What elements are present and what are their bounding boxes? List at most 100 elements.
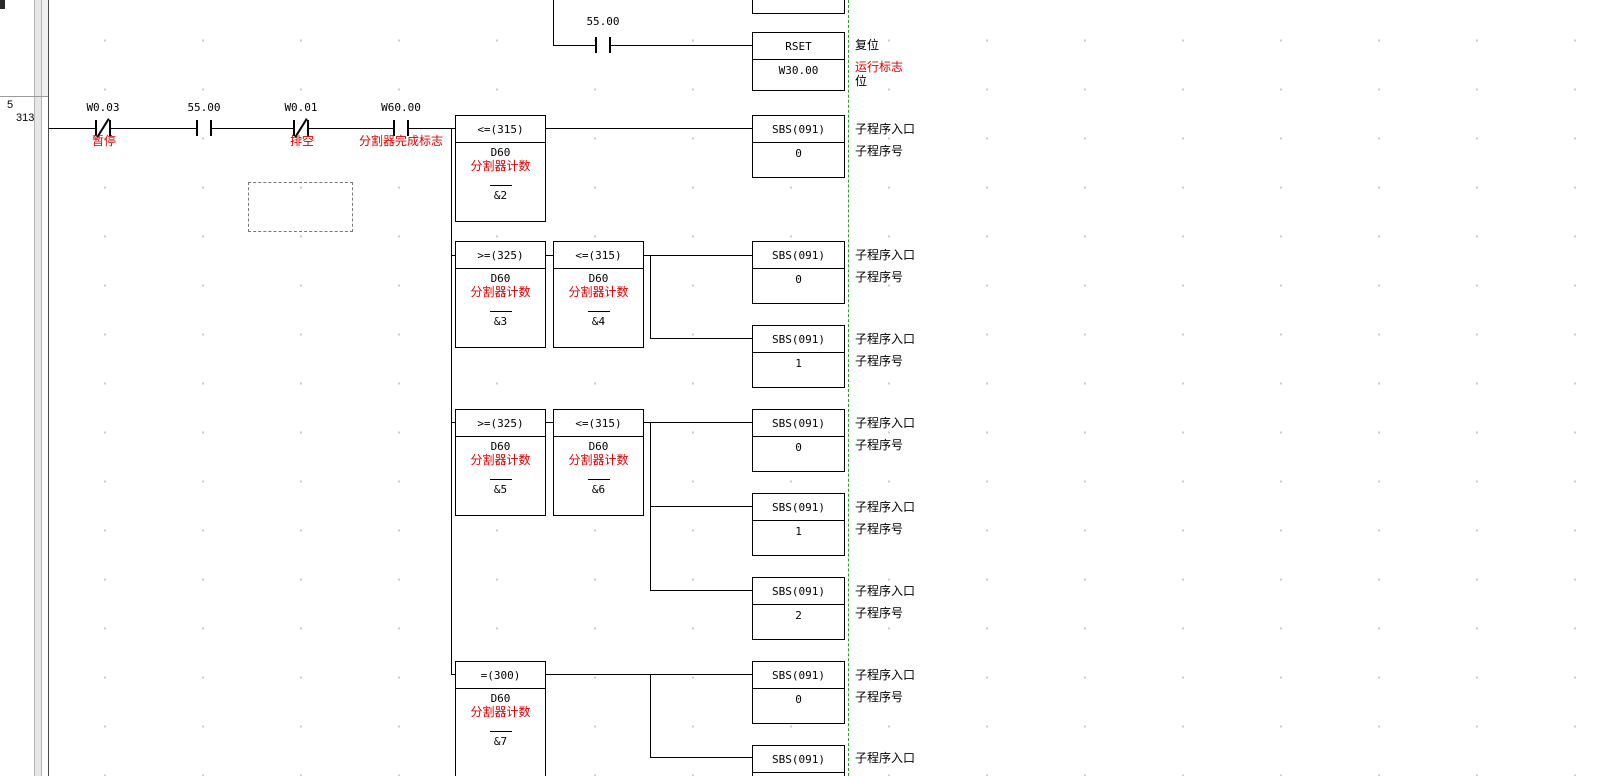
compare-op: >=(325) <box>456 242 545 269</box>
rung-number: 5 <box>7 99 14 111</box>
operand-comment: 子程序号 <box>855 144 904 158</box>
compare-word: D60 <box>588 440 609 453</box>
compare-word: D60 <box>490 272 511 285</box>
compare-value: &3 <box>493 315 508 328</box>
contact-comment: 暂停 <box>91 134 116 148</box>
compare-block-eq300[interactable]: =(300) D60 分割器计数 &7 <box>455 661 546 776</box>
no-contact-w60-00[interactable] <box>393 120 409 136</box>
sbs-mnemonic: SBS(091) <box>753 326 844 353</box>
compare-word: D60 <box>588 272 609 285</box>
sbs-number: 0 <box>795 147 802 160</box>
contact-address: W0.01 <box>284 101 318 114</box>
compare-block-le315[interactable]: <=(315) D60 分割器计数 &6 <box>553 409 644 516</box>
wire <box>49 128 455 129</box>
word-comment: 分割器计数 <box>470 159 531 173</box>
contact-address: 55.00 <box>187 101 221 114</box>
instruction-comment: 子程序入口 <box>855 500 916 514</box>
contact-comment: 分割器完成标志 <box>358 134 443 148</box>
step-number: 313 <box>16 112 35 124</box>
compare-block-le315[interactable]: <=(315) D60 分割器计数 &2 <box>455 115 546 222</box>
compare-op: <=(315) <box>456 116 545 143</box>
compare-op: <=(315) <box>554 410 643 437</box>
selection-rectangle[interactable] <box>248 182 353 232</box>
compare-word: D60 <box>490 692 511 705</box>
compare-word: D60 <box>490 146 511 159</box>
contact-bar <box>196 120 198 136</box>
compare-value: &6 <box>591 483 606 496</box>
margin-edge-mark <box>0 0 5 9</box>
sbs-call-box[interactable]: SBS(091) 0 <box>752 409 845 472</box>
word-comment: 分割器计数 <box>470 453 531 467</box>
wire <box>553 45 752 46</box>
rset-instruction-box[interactable]: RSET W30.00 <box>752 32 845 91</box>
rset-operand: W30.00 <box>778 64 819 77</box>
operand-separator <box>489 479 512 480</box>
sbs-mnemonic: SBS(091) <box>753 662 844 689</box>
operand-comment: 子程序号 <box>855 690 904 704</box>
sbs-call-box[interactable]: SBS(091) 1 <box>752 325 845 388</box>
nc-contact-w0-01[interactable] <box>293 118 309 138</box>
contact-bar <box>393 120 395 136</box>
operand-comment: 子程序号 <box>855 438 904 452</box>
contact-bar <box>210 120 212 136</box>
contact-bar <box>407 120 409 136</box>
sbs-call-box[interactable]: SBS(091) 0 <box>752 115 845 178</box>
instruction-comment: 子程序入口 <box>855 668 916 682</box>
sbs-call-box[interactable]: SBS(091) 0 <box>752 661 845 724</box>
compare-op: >=(325) <box>456 410 545 437</box>
right-bus-bar-dashed <box>848 0 849 776</box>
compare-block-le315[interactable]: <=(315) D60 分割器计数 &4 <box>553 241 644 348</box>
operand-comment: 子程序号 <box>855 270 904 284</box>
nc-contact-w0-03[interactable] <box>95 118 111 138</box>
sbs-number: 0 <box>795 693 802 706</box>
contact-bar <box>109 120 111 136</box>
no-contact-55-00[interactable] <box>595 37 611 53</box>
operand-comment-wrap: 位 <box>855 74 868 88</box>
compare-op: =(300) <box>456 662 545 689</box>
contact-bar <box>595 37 597 53</box>
compare-block-ge325[interactable]: >=(325) D60 分割器计数 &3 <box>455 241 546 348</box>
sbs-call-box[interactable]: SBS(091) 0 <box>752 241 845 304</box>
sbs-mnemonic: SBS(091) <box>753 242 844 269</box>
contact-address: W0.03 <box>86 101 120 114</box>
margin-fold-strip <box>34 0 42 776</box>
instruction-comment: 子程序入口 <box>855 751 916 765</box>
wire <box>650 506 752 507</box>
word-comment: 分割器计数 <box>470 285 531 299</box>
wire <box>546 422 553 423</box>
wire <box>451 255 455 256</box>
wire <box>546 255 553 256</box>
operand-comment: 子程序号 <box>855 354 904 368</box>
operand-separator <box>587 311 610 312</box>
no-contact-55-00[interactable] <box>196 120 212 136</box>
rung-margin[interactable] <box>0 0 34 776</box>
sbs-mnemonic: SBS(091) <box>753 410 844 437</box>
branch-wire <box>451 128 452 675</box>
wire <box>451 674 455 675</box>
rset-mnemonic: RSET <box>753 33 844 60</box>
wire <box>553 0 554 45</box>
contact-bar <box>293 120 295 136</box>
contact-comment: 排空 <box>289 134 314 148</box>
wire <box>650 757 752 758</box>
compare-op: <=(315) <box>554 242 643 269</box>
sbs-call-box[interactable]: SBS(091) 1 <box>752 493 845 556</box>
operand-comment: 运行标志 <box>855 60 904 74</box>
instruction-comment: 子程序入口 <box>855 122 916 136</box>
contact-bar <box>609 37 611 53</box>
contact-bar <box>95 120 97 136</box>
wire <box>546 128 752 129</box>
compare-block-ge325[interactable]: >=(325) D60 分割器计数 &5 <box>455 409 546 516</box>
sbs-call-box-clipped[interactable]: SBS(091) <box>752 745 845 776</box>
operand-separator <box>489 731 512 732</box>
sbs-mnemonic: SBS(091) <box>753 494 844 521</box>
operand-comment: 子程序号 <box>855 606 904 620</box>
operand-separator <box>489 185 512 186</box>
wire <box>650 338 752 339</box>
sbs-call-box[interactable]: SBS(091) 2 <box>752 577 845 640</box>
sbs-number: 0 <box>795 273 802 286</box>
word-comment: 分割器计数 <box>568 285 629 299</box>
sbs-number: 1 <box>795 357 802 370</box>
clipped-instruction-box[interactable] <box>752 0 845 14</box>
word-comment: 分割器计数 <box>470 705 531 719</box>
